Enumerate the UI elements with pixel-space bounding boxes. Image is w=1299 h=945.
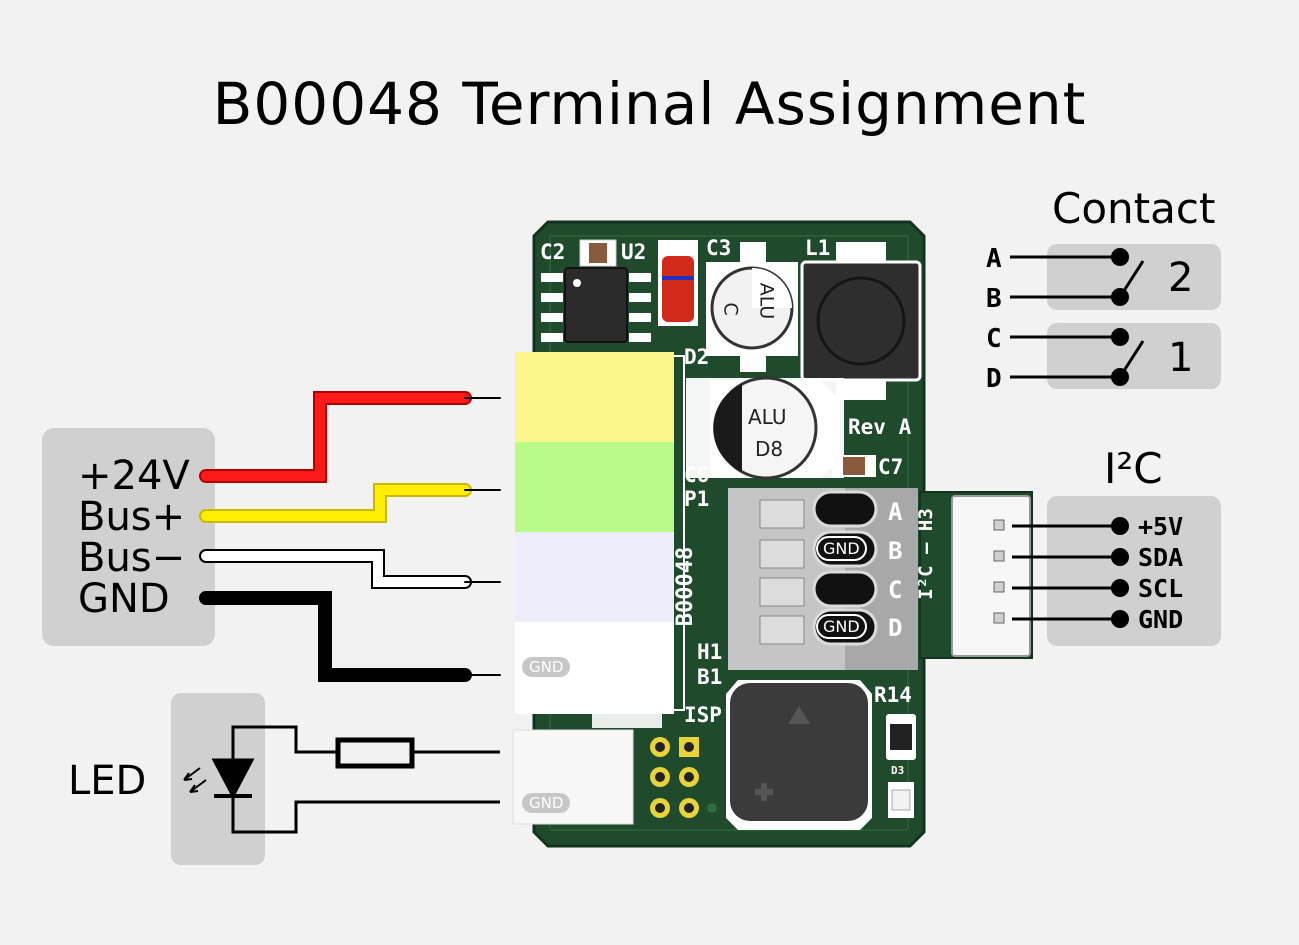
u2-chip — [564, 267, 628, 343]
silk-h1: H1 — [697, 640, 723, 664]
silk-u2: U2 — [621, 240, 647, 264]
buzzer — [730, 683, 868, 821]
silk-b1: B1 — [697, 665, 723, 689]
contact-pin-c: C — [986, 324, 1002, 354]
silk-c2: C2 — [540, 240, 566, 264]
header-pin-b: B — [888, 537, 903, 565]
header-gnd-badge-b: GND — [816, 536, 867, 561]
led-symbol-box — [171, 693, 265, 865]
silk-i2c-h3: I²C — H3 — [914, 508, 937, 600]
i2c-title: I²C — [1104, 444, 1163, 493]
silk-l1: L1 — [805, 236, 831, 260]
resistor — [335, 737, 415, 769]
d8-cap-label-d8: D8 — [755, 437, 784, 461]
silk-rev: Rev A — [848, 415, 912, 439]
led-label: LED — [68, 758, 147, 804]
silk-d3: D3 — [891, 764, 905, 777]
i2c-label-box — [1047, 496, 1221, 646]
l1-inductor — [800, 260, 922, 382]
contact-number-2: 2 — [1168, 255, 1194, 301]
contact-pin-d: D — [986, 364, 1002, 394]
silk-isp: ISP — [684, 703, 722, 727]
i2c-pin-sda: SDA — [1138, 543, 1184, 572]
label-bus-plus: Bus+ — [78, 494, 186, 540]
header-pin-c: C — [888, 576, 903, 604]
led-gnd-badge: GND — [522, 793, 571, 813]
silk-c6: C6 — [684, 463, 710, 487]
header-gnd-badge-d: GND — [816, 614, 867, 639]
i2c-pin-gnd: GND — [1138, 605, 1184, 634]
label-gnd: GND — [78, 576, 170, 622]
label-24v: +24V — [78, 453, 190, 499]
silk-b00048: B00048 — [673, 546, 699, 627]
diagram-title: B00048 Terminal Assignment — [212, 70, 1087, 138]
silk-c7: C7 — [878, 455, 904, 479]
contact-title: Contact — [1052, 184, 1216, 233]
i2c-pin-5v: +5V — [1138, 512, 1184, 541]
header-pin-a: A — [888, 498, 903, 526]
contact-number-1: 1 — [1168, 335, 1194, 381]
power-terminal-block — [515, 352, 685, 714]
d8-cap-label-alu: ALU — [748, 405, 787, 429]
label-bus-minus: Bus− — [78, 535, 186, 581]
silk-r14: R14 — [874, 683, 912, 707]
c3-cap-label-alu: ALU — [755, 282, 778, 320]
power-label-box — [42, 428, 215, 646]
silk-d2: D2 — [684, 345, 710, 369]
header-pin-d: D — [888, 614, 903, 642]
contact-lines — [1010, 255, 1145, 379]
contact-pin-b: B — [986, 284, 1002, 314]
terminal-gnd-badge: GND — [522, 657, 571, 677]
i2c-connector — [951, 495, 1031, 657]
contact-pin-a: A — [986, 244, 1002, 274]
c3-cap-label-c: C — [719, 302, 742, 316]
led-diode-icon — [211, 758, 255, 800]
silk-p1: P1 — [684, 487, 710, 511]
silk-c3: C3 — [706, 236, 732, 260]
power-wires — [199, 391, 501, 682]
led-circuit — [183, 725, 500, 834]
i2c-pin-scl: SCL — [1138, 574, 1184, 603]
